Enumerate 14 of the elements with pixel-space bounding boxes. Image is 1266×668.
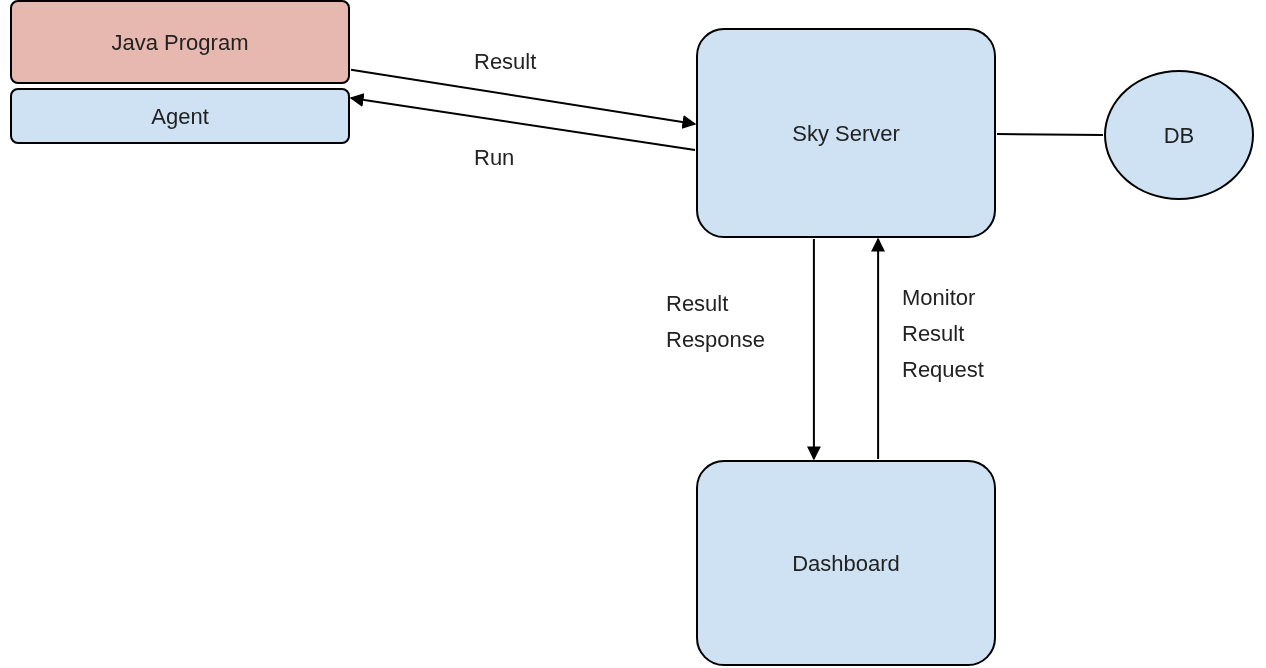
node-label: DB (1163, 121, 1195, 150)
dashboard-box (696, 460, 996, 666)
arrow (350, 68, 697, 129)
node-label: Java Program (111, 28, 249, 57)
connector-line (996, 133, 1104, 136)
agent-box (10, 88, 350, 144)
arrow (806, 238, 821, 461)
node-label: Agent (151, 102, 209, 131)
arrow (349, 93, 696, 151)
server-box (696, 28, 996, 238)
node-label: Sky Server (792, 119, 900, 148)
arrow (871, 237, 886, 460)
node-label: Dashboard (792, 549, 900, 578)
program-box (10, 0, 350, 84)
